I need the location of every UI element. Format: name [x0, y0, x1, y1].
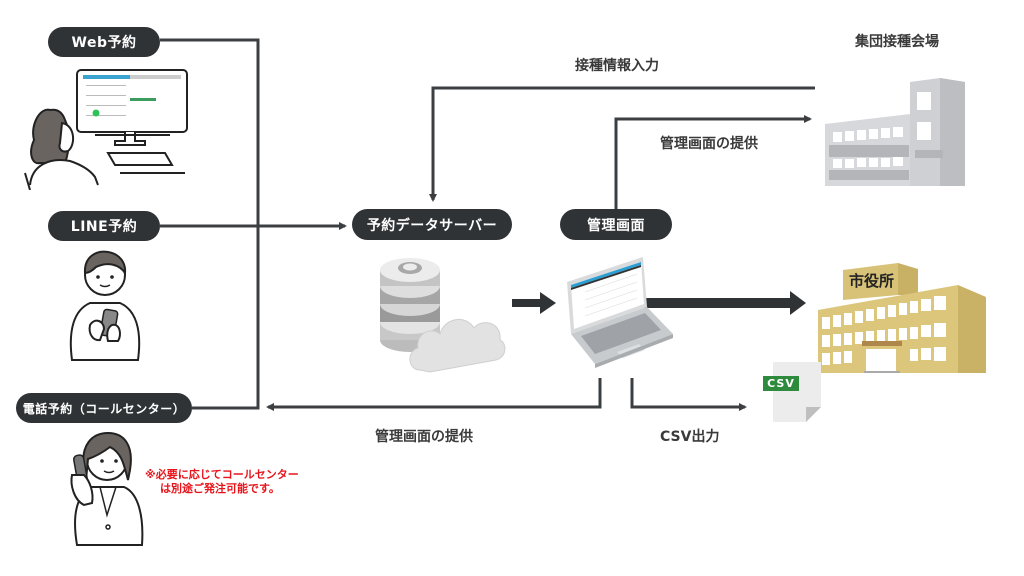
- venue-label: 集団接種会場: [855, 34, 939, 50]
- csv-output-label: CSV出力: [660, 429, 720, 445]
- csv-file-icon: [773, 362, 821, 422]
- city-hall-sign: 市役所: [849, 272, 895, 290]
- vaccination-input-label: 接種情報入力: [575, 58, 659, 74]
- person-with-smartphone-icon: [69, 250, 141, 361]
- line-reservation-pill: LINE予約: [48, 211, 160, 241]
- admin-to-cityhall-arrow: [640, 291, 806, 315]
- venue-building-icon: [825, 78, 965, 186]
- csv-badge: CSV: [763, 376, 799, 391]
- admin-pill: 管理画面: [560, 209, 672, 240]
- venue-to-server-arrow: [429, 86, 815, 202]
- server-to-admin-arrow: [512, 292, 556, 314]
- web-reservation-pill: Web予約: [48, 27, 160, 57]
- person-at-computer-icon: [24, 69, 188, 190]
- callcenter-note-line2: は別途ご発注可能です。: [160, 482, 280, 495]
- callcenter-note-line1: ※必要に応じてコールセンター: [145, 468, 299, 481]
- city-hall-building-icon: [818, 263, 986, 373]
- admin-provision-label-bottom: 管理画面の提供: [375, 429, 473, 445]
- person-on-phone-icon: [70, 431, 144, 546]
- admin-to-callcenter-arrow: [266, 378, 602, 411]
- database-cloud-icon: [380, 258, 506, 373]
- phone-reservation-pill: 電話予約（コールセンター）: [16, 393, 192, 423]
- admin-to-csv-arrow: [630, 378, 747, 411]
- admin-provision-label-top: 管理画面の提供: [660, 136, 758, 152]
- admin-to-venue-arrow: [614, 115, 812, 212]
- web-connector: [160, 38, 260, 410]
- laptop-icon: [567, 257, 673, 368]
- server-pill: 予約データサーバー: [352, 209, 512, 240]
